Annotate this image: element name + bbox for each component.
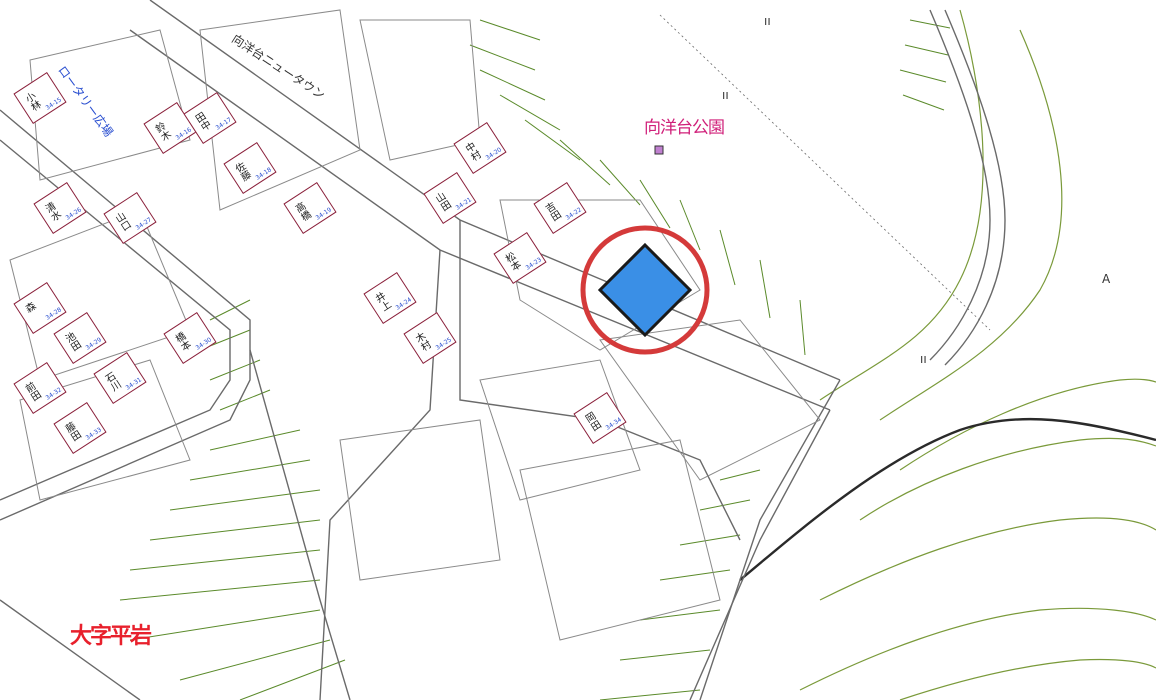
house-name: 高橋 xyxy=(291,200,312,224)
map-tag: ıı xyxy=(920,352,927,366)
house-name: 石川 xyxy=(101,370,122,394)
house-name: 山田 xyxy=(431,190,452,214)
house-name: 橋本 xyxy=(171,330,192,354)
house-name: 藤田 xyxy=(61,420,82,444)
house-name: 田中 xyxy=(191,110,212,134)
house-name: 鈴木 xyxy=(151,120,172,144)
house-name: 清水 xyxy=(41,200,62,224)
district-label: 大字平岩 xyxy=(70,624,152,649)
house-name: 佐藤 xyxy=(231,160,252,184)
slope-hatching xyxy=(119,19,951,700)
park-icon xyxy=(654,145,664,155)
map-tag: ıı xyxy=(722,88,729,102)
house-name: 山口 xyxy=(111,210,132,234)
road-network xyxy=(0,0,1006,700)
target-lot-marker[interactable] xyxy=(597,242,693,338)
house-name: 小林 xyxy=(21,90,42,114)
house-name: 吉田 xyxy=(541,200,562,224)
house-name: 井上 xyxy=(371,290,392,314)
map-tag: A xyxy=(1102,272,1111,286)
contour-lines xyxy=(799,9,1156,700)
house-name: 岡田 xyxy=(581,410,602,434)
house-name: 森 xyxy=(21,300,37,316)
contour-index-line xyxy=(739,417,1156,581)
house-name: 松本 xyxy=(501,250,522,274)
house-name: 池田 xyxy=(61,330,82,354)
house-name: 中村 xyxy=(461,140,482,164)
park-label: 向洋台公園 xyxy=(644,118,725,138)
highlight-ring xyxy=(580,225,710,355)
map-tag: ıı xyxy=(764,14,771,28)
house-name: 木村 xyxy=(411,330,432,354)
house-name: 前田 xyxy=(21,380,42,404)
